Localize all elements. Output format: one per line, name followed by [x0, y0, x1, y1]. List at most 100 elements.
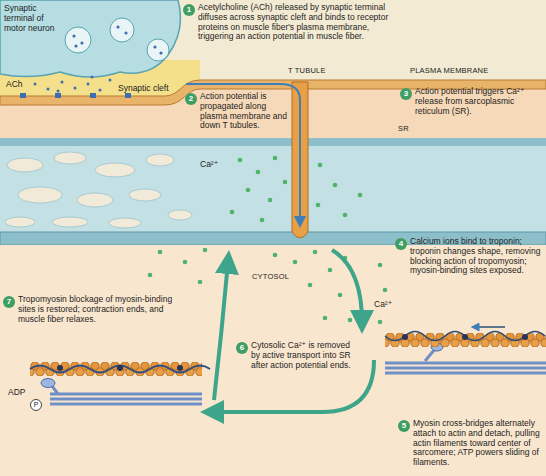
- ca-dot: [328, 268, 333, 273]
- gap: [146, 154, 174, 166]
- ca-dot: [238, 158, 243, 163]
- ca-dot: [148, 273, 153, 278]
- sr-lumen-gaps: [5, 152, 192, 228]
- myosin-line: [50, 393, 202, 396]
- ach-dot: [61, 81, 64, 84]
- ca-dot: [230, 210, 235, 215]
- ca-dot: [383, 288, 388, 293]
- part-label: PLASMA MEMBRANE: [410, 66, 488, 76]
- receptor: [20, 93, 26, 98]
- ach-dot: [34, 83, 37, 86]
- gap: [5, 217, 35, 227]
- ach-dot: [99, 89, 102, 92]
- ach-dot: [109, 79, 112, 82]
- ach-dot: [74, 87, 77, 90]
- tropomyosin: [385, 332, 545, 341]
- uptake-arrow: [214, 262, 228, 400]
- myosin-line: [385, 372, 546, 375]
- ca-dot: [260, 218, 265, 223]
- thick-filament: [385, 363, 546, 373]
- ca-dot: [308, 283, 313, 288]
- receptor: [90, 93, 96, 98]
- ach-dot: [57, 90, 60, 93]
- callout-number: 6: [236, 342, 248, 354]
- gap: [129, 189, 161, 201]
- ach-dot: [124, 31, 127, 34]
- ion-label: Ca²⁺: [374, 300, 392, 310]
- step-text: Tropomyosin blockage of myosin-binding s…: [18, 295, 183, 324]
- callout-number: 5: [398, 420, 410, 432]
- ca-dot: [333, 183, 338, 188]
- region-label: CYTOSOL: [252, 272, 289, 282]
- ach-dot: [91, 76, 94, 79]
- callout-number: 2: [185, 93, 197, 105]
- ach-dot: [87, 83, 90, 86]
- myosin-line: [385, 362, 546, 365]
- part-label: Synaptic terminal of motor neuron: [4, 4, 66, 33]
- gap: [77, 193, 113, 207]
- ca-dot: [246, 188, 251, 193]
- part-label: T TUBULE: [288, 66, 326, 76]
- part-label: SR: [398, 124, 409, 134]
- ca-dot: [183, 260, 188, 265]
- phosphate-label: P: [30, 399, 42, 411]
- thin-filament-active: [385, 327, 546, 373]
- calcium-ions: [148, 156, 388, 325]
- receptor: [125, 93, 131, 98]
- ca-dot: [203, 248, 208, 253]
- sarcoplasmic-reticulum: [0, 138, 546, 246]
- ca-dot: [293, 260, 298, 265]
- ca-dot: [198, 280, 203, 285]
- actin: [30, 362, 202, 376]
- part-label: Synaptic cleft: [118, 84, 169, 94]
- cytosol: [0, 245, 546, 476]
- release-arrow: [332, 250, 362, 322]
- receptor: [55, 93, 61, 98]
- vesicle: [110, 18, 134, 42]
- ach-dot: [153, 45, 156, 48]
- vesicle: [65, 27, 91, 53]
- step-text: Action potential is propagated along pla…: [200, 92, 288, 131]
- troponin: [462, 334, 468, 340]
- synaptic-vesicles: [65, 18, 169, 61]
- troponin: [177, 365, 183, 371]
- step-text: Calcium ions bind to troponin; troponin …: [410, 237, 544, 276]
- ach-dot: [116, 25, 119, 28]
- vesicle: [147, 39, 169, 61]
- ca-dot: [323, 316, 328, 321]
- ca-dot: [313, 250, 318, 255]
- gap: [52, 217, 88, 227]
- ach-molecules: [34, 76, 112, 93]
- ca-dot: [158, 250, 163, 255]
- myosin-line: [50, 398, 202, 401]
- receptor-proteins: [20, 93, 131, 98]
- actin: [385, 333, 546, 347]
- ca-dot: [348, 318, 353, 323]
- callout-number: 7: [3, 296, 15, 308]
- ca-dot: [268, 198, 273, 203]
- myosin-line: [385, 367, 546, 370]
- sliding-arrow: [475, 326, 505, 328]
- callout-number: 3: [400, 88, 412, 100]
- ach-dot: [80, 41, 83, 44]
- gap: [7, 158, 43, 172]
- ca-dot: [273, 253, 278, 258]
- tropomyosin: [30, 366, 210, 373]
- callout-number: 1: [183, 4, 195, 16]
- gap: [18, 187, 62, 203]
- synaptic-terminal: [0, 0, 180, 77]
- ca-dot: [256, 170, 261, 175]
- ca-dot: [273, 156, 278, 161]
- gap: [109, 218, 141, 228]
- ach-dot: [72, 34, 75, 37]
- gap: [95, 163, 135, 177]
- ach-dot: [74, 44, 77, 47]
- ca-dot: [318, 163, 323, 168]
- action-potential-arrow: [186, 84, 300, 222]
- myosin-head: [41, 379, 55, 388]
- ion-label: Ca²⁺: [200, 160, 218, 170]
- step-text: Acetylcholine (ACh) released by synaptic…: [198, 3, 403, 42]
- troponin: [402, 334, 408, 340]
- ach-dot: [159, 51, 162, 54]
